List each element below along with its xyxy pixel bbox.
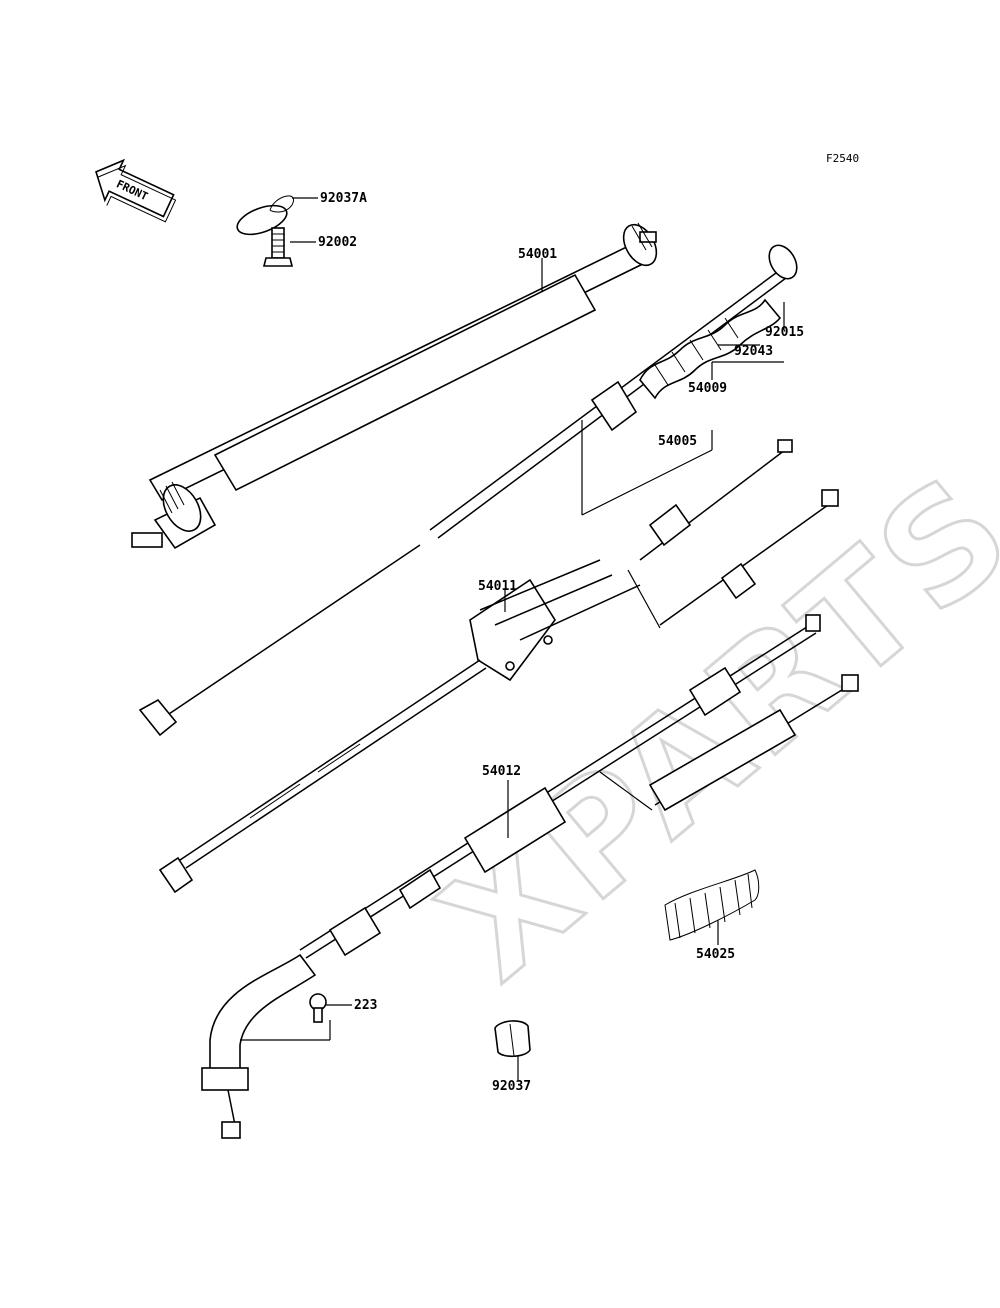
part-label-54012: 54012	[482, 764, 521, 779]
part-label-92002: 92002	[318, 235, 357, 250]
part-label-54001: 54001	[518, 247, 557, 262]
clip-ring-part	[236, 195, 295, 236]
throttle-cable-ends-part	[627, 439, 839, 629]
part-label-92015: 92015	[765, 325, 804, 340]
front-arrow-icon: FRONT	[95, 158, 177, 223]
part-label-54009: 54009	[688, 381, 727, 396]
choke-cable-part	[138, 544, 487, 894]
bolt-part	[262, 227, 294, 267]
figure-code: F2540	[826, 152, 859, 165]
throttle-sub-cable-part	[599, 674, 859, 812]
part-label-92037A: 92037A	[320, 191, 367, 206]
part-label-92037: 92037	[492, 1079, 531, 1094]
part-label-223: 223	[354, 998, 377, 1013]
clamp-part	[494, 1020, 531, 1058]
junction-box-part	[469, 559, 641, 682]
throttle-cable-part	[201, 614, 821, 1139]
watermark: XPARTS	[411, 441, 1000, 1013]
part-label-92043: 92043	[734, 344, 773, 359]
screw-part	[309, 993, 327, 1023]
part-label-54011: 54011	[478, 579, 517, 594]
speedometer-cable-part	[131, 222, 658, 550]
part-label-54005: 54005	[658, 434, 697, 449]
tachometer-cable-part	[429, 244, 798, 539]
part-label-54025: 54025	[696, 947, 735, 962]
spring-part	[664, 869, 760, 941]
